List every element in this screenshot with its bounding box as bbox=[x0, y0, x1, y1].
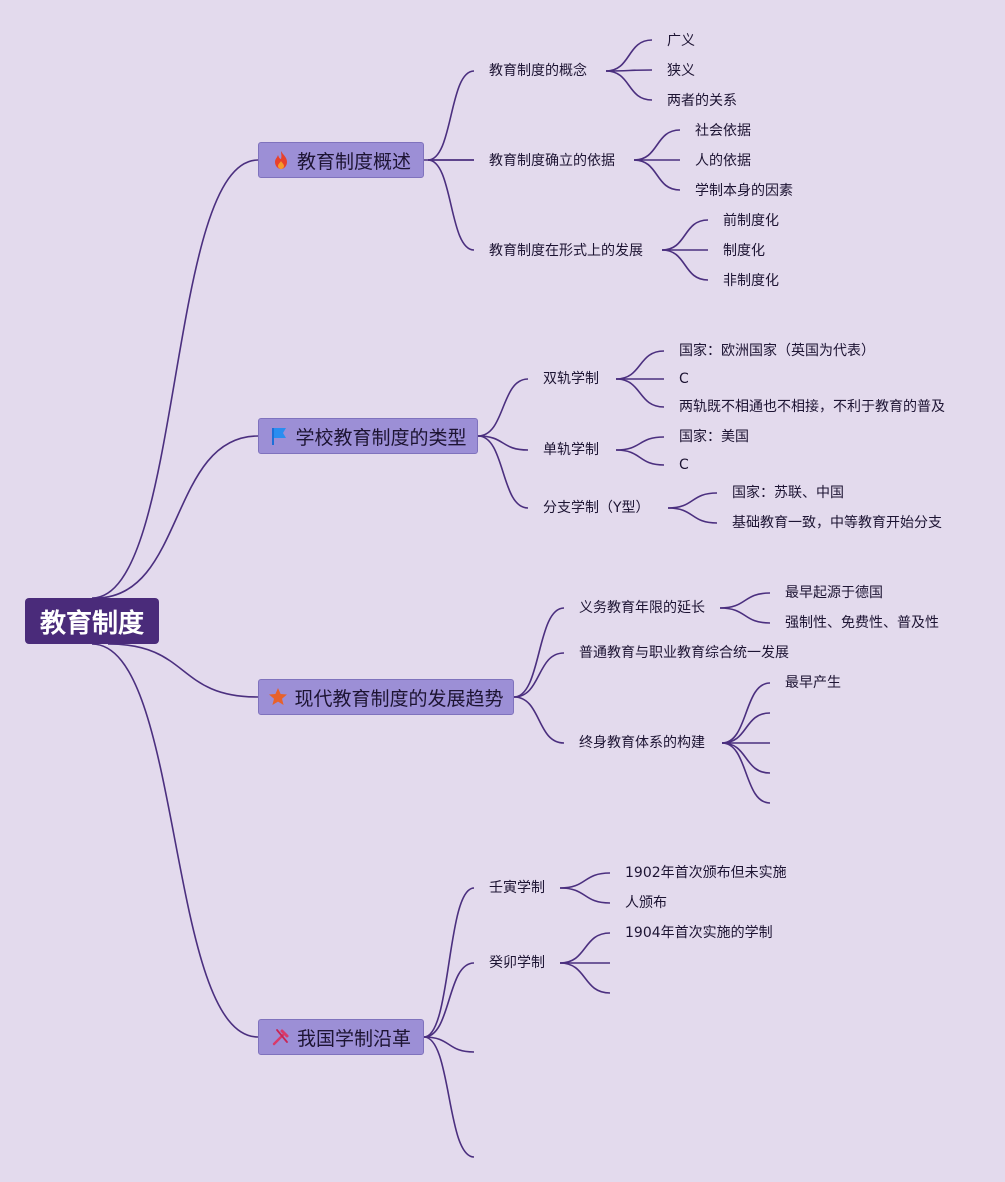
leaf-renyin-1902[interactable]: 1902年首次颁布但未实施 bbox=[625, 865, 787, 881]
subtopic-concept[interactable]: 教育制度的概念 bbox=[489, 63, 587, 79]
leaf-social-basis[interactable]: 社会依据 bbox=[695, 123, 751, 139]
connector-t1-s2-leaf-2 bbox=[633, 159, 681, 191]
connector-t1-s3 bbox=[427, 159, 475, 251]
connector-t4-s1-leaf-0 bbox=[559, 872, 611, 889]
connector-t4-s1 bbox=[423, 887, 475, 1038]
connector-t4-s1-leaf-1 bbox=[559, 887, 611, 904]
connector-t4-s4 bbox=[423, 1036, 475, 1158]
leaf-broad-sense[interactable]: 广义 bbox=[667, 33, 695, 49]
leaf-branch-country[interactable]: 国家：苏联、中国 bbox=[732, 485, 844, 501]
connector-t3-s3 bbox=[513, 696, 565, 744]
connector-t3-s1 bbox=[513, 607, 565, 698]
fire-icon bbox=[271, 150, 291, 170]
leaf-system-factors[interactable]: 学制本身的因素 bbox=[695, 183, 793, 199]
connector-t2-s3-leaf-1 bbox=[667, 507, 718, 524]
leaf-human-basis[interactable]: 人的依据 bbox=[695, 153, 751, 169]
subtopic-single-track[interactable]: 单轨学制 bbox=[543, 442, 599, 458]
leaf-non-institutional[interactable]: 非制度化 bbox=[723, 273, 779, 289]
subtopic-compulsory-extension[interactable]: 义务教育年限的延长 bbox=[579, 600, 705, 616]
connector-t1-s1-leaf-2 bbox=[605, 70, 653, 101]
leaf-narrow-sense[interactable]: 狭义 bbox=[667, 63, 695, 79]
leaf-single-c[interactable]: C bbox=[679, 457, 689, 473]
connector-t4-s2 bbox=[423, 962, 475, 1038]
topic-china-school-history[interactable]: 我国学制沿革 bbox=[258, 1019, 424, 1055]
blue-flag-icon bbox=[269, 426, 289, 446]
leaf-branch-feature[interactable]: 基础教育一致，中等教育开始分支 bbox=[732, 515, 942, 531]
connector-t2-s3-leaf-0 bbox=[667, 492, 718, 509]
topic-school-system-types[interactable]: 学校教育制度的类型 bbox=[258, 418, 478, 454]
root-node[interactable]: 教育制度 bbox=[25, 598, 159, 644]
leaf-dual-country[interactable]: 国家：欧洲国家（英国为代表） bbox=[679, 343, 875, 359]
connector-t3-s3-leaf-4 bbox=[721, 742, 771, 804]
connector-t2-s1 bbox=[477, 378, 529, 437]
subtopic-lifelong[interactable]: 终身教育体系的构建 bbox=[579, 735, 705, 751]
connector-t3-s3-leaf-0 bbox=[721, 682, 771, 744]
connector-t1-s2-leaf-0 bbox=[633, 129, 681, 161]
leaf-lifelong-origin[interactable]: 最早产生 bbox=[785, 675, 841, 691]
connector-t4-s3 bbox=[423, 1036, 475, 1053]
leaf-origin-germany[interactable]: 最早起源于德国 bbox=[785, 585, 883, 601]
leaf-renyin-issued[interactable]: 人颁布 bbox=[625, 895, 667, 911]
connector-t4-s2-leaf-2 bbox=[559, 962, 611, 994]
connector-t2-s1-leaf-2 bbox=[615, 378, 665, 408]
leaf-dual-feature[interactable]: 两轨既不相通也不相接，不利于教育的普及 bbox=[679, 399, 945, 415]
orange-star-icon bbox=[268, 687, 288, 707]
connector-t2-s2-leaf-0 bbox=[615, 436, 665, 451]
subtopic-form-development[interactable]: 教育制度在形式上的发展 bbox=[489, 243, 643, 259]
connector-root-t2 bbox=[95, 435, 259, 599]
connector-t1-s1-leaf-0 bbox=[605, 39, 653, 72]
leaf-dual-c[interactable]: C bbox=[679, 371, 689, 387]
topic-development-trends[interactable]: 现代教育制度的发展趋势 bbox=[258, 679, 514, 715]
leaf-single-country[interactable]: 国家：美国 bbox=[679, 429, 749, 445]
red-tools-icon bbox=[271, 1027, 291, 1047]
connector-root-t1 bbox=[91, 159, 259, 599]
topic-overview-label: 教育制度概述 bbox=[296, 150, 411, 173]
connector-root-t4 bbox=[91, 643, 259, 1038]
connector-t4-s2-leaf-0 bbox=[559, 932, 611, 964]
topic-school-system-types-label: 学校教育制度的类型 bbox=[295, 426, 467, 449]
leaf-pre-institutional[interactable]: 前制度化 bbox=[723, 213, 779, 229]
connector-t3-s1-leaf-1 bbox=[719, 607, 771, 624]
topic-overview[interactable]: 教育制度概述 bbox=[258, 142, 424, 178]
topic-china-school-history-label: 我国学制沿革 bbox=[296, 1027, 411, 1050]
topic-development-trends-label: 现代教育制度的发展趋势 bbox=[294, 687, 504, 710]
subtopic-guimao[interactable]: 癸卯学制 bbox=[489, 955, 545, 971]
connector-root-t3 bbox=[107, 643, 259, 698]
subtopic-dual-track[interactable]: 双轨学制 bbox=[543, 371, 599, 387]
leaf-relation[interactable]: 两者的关系 bbox=[667, 93, 737, 109]
connector-t1-s1 bbox=[427, 70, 475, 161]
connector-t2-s1-leaf-0 bbox=[615, 350, 665, 380]
subtopic-branch-track[interactable]: 分支学制（Y型） bbox=[543, 500, 650, 516]
connector-t2-s2-leaf-1 bbox=[615, 449, 665, 466]
leaf-institutional[interactable]: 制度化 bbox=[723, 243, 765, 259]
leaf-compulsory-features[interactable]: 强制性、免费性、普及性 bbox=[785, 615, 939, 631]
subtopic-basis[interactable]: 教育制度确立的依据 bbox=[489, 153, 615, 169]
connector-t1-s3-leaf-0 bbox=[661, 219, 709, 251]
subtopic-renyin[interactable]: 壬寅学制 bbox=[489, 880, 545, 896]
connector-t3-s2 bbox=[513, 652, 565, 698]
connector-t1-s3-leaf-2 bbox=[661, 249, 709, 281]
subtopic-general-vocational[interactable]: 普通教育与职业教育综合统一发展 bbox=[579, 645, 789, 661]
connector-t3-s1-leaf-0 bbox=[719, 592, 771, 609]
connector-t2-s3 bbox=[477, 435, 529, 509]
leaf-guimao-1904[interactable]: 1904年首次实施的学制 bbox=[625, 925, 773, 941]
connector-t2-s2 bbox=[477, 435, 529, 451]
connector-t3-s3-leaf-3 bbox=[721, 742, 771, 774]
connector-t3-s3-leaf-1 bbox=[721, 712, 771, 744]
